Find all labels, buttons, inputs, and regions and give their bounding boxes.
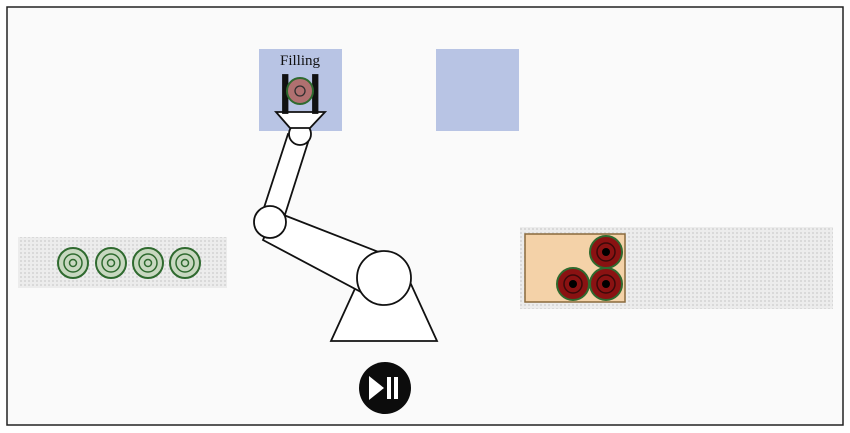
robot-gripper-right-finger xyxy=(312,74,319,114)
output-conveyor xyxy=(520,227,833,309)
play-pause-button[interactable] xyxy=(359,362,411,414)
robot-arm xyxy=(253,74,439,342)
input-conveyor xyxy=(18,237,227,288)
robot-elbow-joint xyxy=(253,205,287,239)
empty-station-pad xyxy=(436,49,519,131)
finished-part xyxy=(589,235,623,269)
input-ring xyxy=(57,247,89,279)
input-ring xyxy=(169,247,201,279)
scene-frame xyxy=(6,6,844,426)
held-part xyxy=(286,77,314,105)
robot-shoulder-joint xyxy=(356,250,412,306)
filling-station-label: Filling xyxy=(280,53,321,69)
robot-gripper-body xyxy=(274,111,328,129)
input-ring xyxy=(95,247,127,279)
finished-part xyxy=(589,267,623,301)
play-pause-icon xyxy=(369,376,398,400)
input-ring xyxy=(132,247,164,279)
finished-part xyxy=(556,267,590,301)
